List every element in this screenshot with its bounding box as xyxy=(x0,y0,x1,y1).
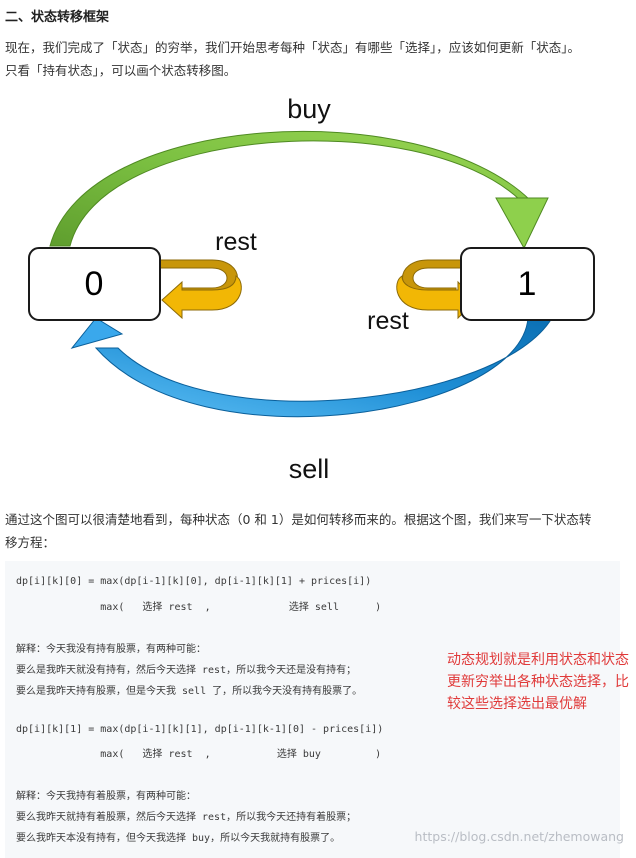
state-0-label: 0 xyxy=(85,265,104,303)
code-line: 解释：今天我没有持有股票，有两种可能： xyxy=(16,644,206,655)
buy-label: buy xyxy=(287,94,331,124)
code-block: dp[i][k][0] = max(dp[i-1][k][0], dp[i-1]… xyxy=(5,561,620,858)
code-line: max( 选择 rest , 选择 sell ) xyxy=(16,602,382,613)
sell-label: sell xyxy=(289,454,330,484)
code-line: 要么我昨天就持有着股票，然后今天选择 rest，所以我今天还持有着股票； xyxy=(16,812,357,823)
code-line: max( 选择 rest , 选择 buy ) xyxy=(16,749,382,760)
code-line: dp[i][k][1] = max(dp[i-1][k][1], dp[i-1]… xyxy=(16,724,384,735)
code-line: 要么是我昨天持有股票，但是今天我 sell 了，所以我今天没有持有股票了。 xyxy=(16,686,363,697)
code-line: 要么是我昨天就没有持有，然后今天选择 rest，所以我今天还是没有持有； xyxy=(16,665,357,676)
rest-loop-0 xyxy=(157,259,242,320)
sell-arrow xyxy=(70,317,553,418)
code-line: 解释：今天我持有着股票，有两种可能： xyxy=(16,791,196,802)
explain-paragraph: 通过这个图可以很清楚地看到，每种状态（0 和 1）是如何转移而来的。根据这个图，… xyxy=(5,508,591,554)
code-line: dp[i][k][0] = max(dp[i-1][k][0], dp[i-1]… xyxy=(16,576,372,587)
code-line: 要么我昨天本没有持有，但今天我选择 buy，所以今天我就持有股票了。 xyxy=(16,833,341,844)
explain-line-1: 通过这个图可以很清楚地看到，每种状态（0 和 1）是如何转移而来的。根据这个图，… xyxy=(5,512,592,527)
buy-arrow xyxy=(49,130,549,250)
intro-line-1: 现在，我们完成了「状态」的穷举，我们开始思考每种「状态」有哪些「选择」，应该如何… xyxy=(5,40,581,55)
state-transition-diagram: 0 1 buy sell rest rest xyxy=(28,94,595,484)
state-1-box: 1 xyxy=(460,247,595,321)
intro-paragraph: 现在，我们完成了「状态」的穷举，我们开始思考每种「状态」有哪些「选择」，应该如何… xyxy=(5,36,580,82)
red-annotation: 动态规划就是利用状态和状态更新穷举出各种状态选择，比较这些选择选出最优解 xyxy=(447,652,629,712)
explain-line-2: 移方程： xyxy=(5,535,56,550)
rest-label-1: rest xyxy=(367,307,409,335)
section-heading: 二、状态转移框架 xyxy=(5,10,110,25)
state-0-box: 0 xyxy=(28,247,161,321)
rest-label-0: rest xyxy=(215,228,257,256)
state-1-label: 1 xyxy=(518,265,537,303)
intro-line-2: 只看「持有状态」，可以画个状态转移图。 xyxy=(5,63,237,78)
watermark: https://blog.csdn.net/zhemowang xyxy=(414,829,624,844)
